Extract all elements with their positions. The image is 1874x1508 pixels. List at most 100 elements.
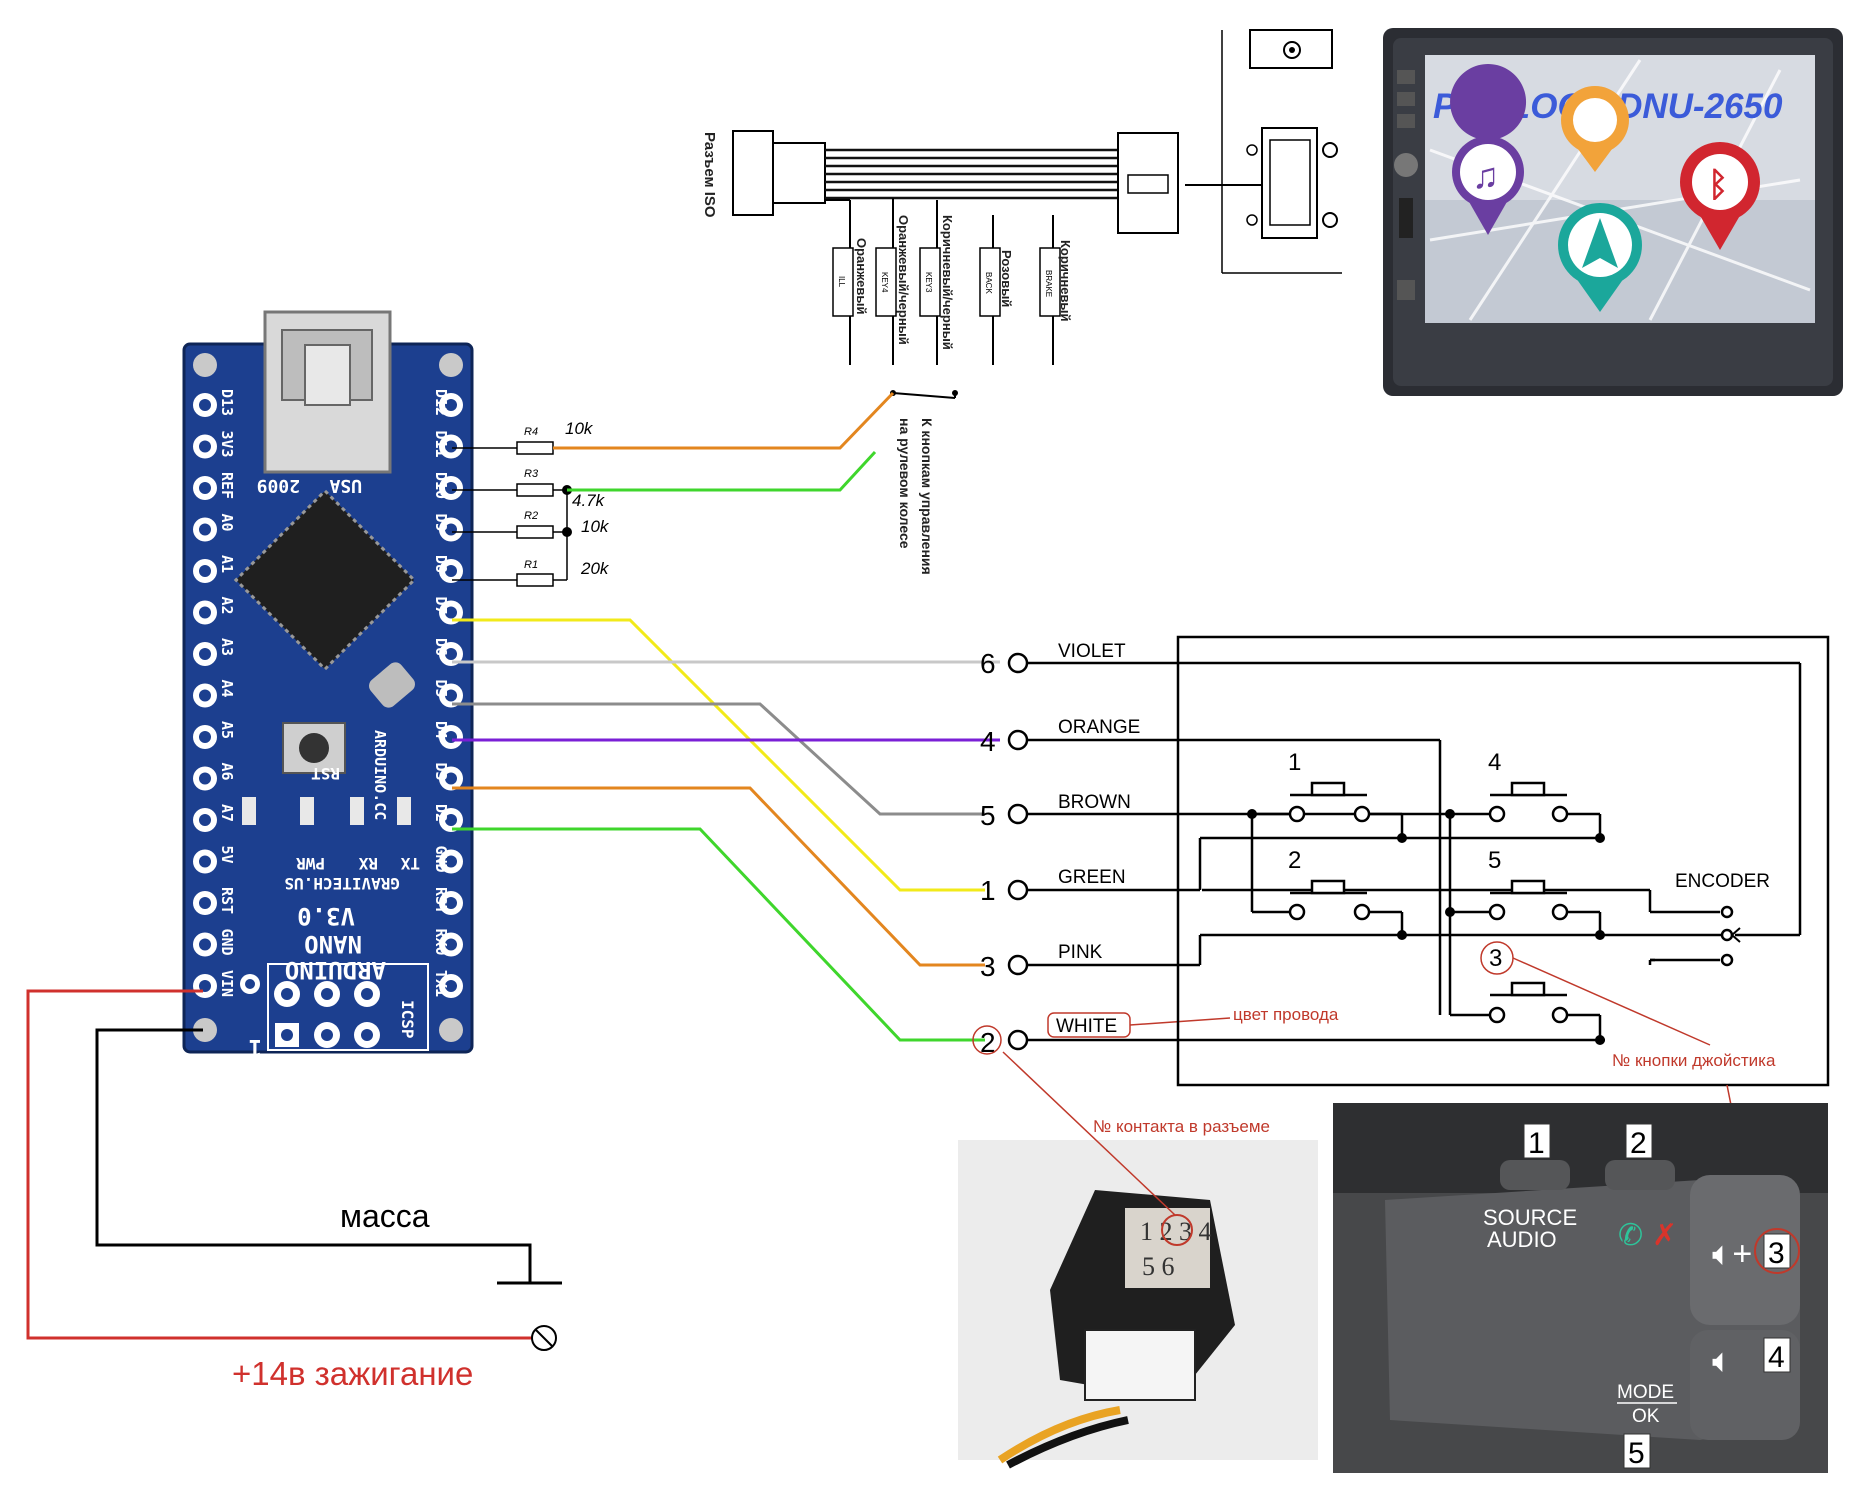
stalk-number-5: 5	[1628, 1437, 1645, 1470]
pin-hole-left-5	[199, 606, 211, 619]
bluetooth-icon: ᛒ	[1708, 166, 1728, 204]
pin-label-left-ref: REF	[218, 472, 236, 499]
phone-accept-icon: ✆	[1618, 1219, 1643, 1252]
resistor-r3-value: 4.7k	[572, 491, 606, 510]
resistor-r4-name: R4	[524, 426, 538, 438]
stalk-source-label-line1: SOURCE	[1483, 1205, 1577, 1230]
pin-hole-right-2	[445, 482, 457, 494]
wire-tag-back: BACK	[984, 272, 993, 294]
arduino-nano-board: USA 2009 RST PWR RX TX ICSP 1 GRAVITECH.…	[182, 310, 474, 1059]
pin-color-brown: BROWN	[1058, 792, 1131, 813]
stalk-ok-label: OK	[1632, 1406, 1660, 1427]
board-version: V3.0	[297, 902, 355, 930]
pin-hole-left-2	[199, 482, 211, 494]
resistor-r2-name: R2	[524, 510, 538, 522]
pin-hole-right-6	[445, 648, 457, 660]
pin-label-left-d13: D13	[218, 389, 236, 416]
pin-hole-right-9	[445, 772, 457, 785]
pin-hole-left-8	[199, 731, 211, 743]
wire-r4-to-radio	[553, 391, 895, 450]
pin-label-left-5v: 5V	[218, 846, 236, 864]
switch-button-1-label: 1	[1288, 749, 1301, 776]
pin-hole-left-7	[199, 689, 211, 702]
pin-label-right-d7: D7	[432, 597, 450, 615]
pin-hole-right-0	[445, 399, 457, 411]
power-wiring	[26, 989, 562, 1340]
board-vendor: GRAVITECH.US	[284, 874, 400, 893]
pin-label-right-gnd: GND	[432, 846, 450, 873]
pin-label-right-d5: D5	[432, 680, 450, 698]
ignition-label: +14в зажигание	[232, 1355, 473, 1392]
board-label-usa: USA	[329, 475, 362, 496]
pin-hole-right-7	[445, 689, 457, 702]
board-label-pwr: PWR	[296, 854, 325, 873]
switch-button-3-label: 3	[1489, 945, 1502, 972]
wire-label-orange: Оранжевый	[854, 238, 869, 315]
stalk-number-1: 1	[1528, 1127, 1545, 1160]
board-name: ARDUINO	[285, 956, 386, 984]
pin-label-right-d8: D8	[432, 555, 450, 573]
pin-color-pink: PINK	[1058, 942, 1103, 963]
pin-number-1: 1	[980, 875, 996, 906]
pin-color-orange: ORANGE	[1058, 717, 1140, 738]
pin-label-left-a3: A3	[218, 638, 236, 656]
stalk-mode-label: MODE	[1617, 1382, 1674, 1403]
wire-label-pink: Розовый	[999, 250, 1014, 307]
pin-label-left-a6: A6	[218, 763, 236, 781]
wire-r3-to-radio	[567, 450, 877, 492]
phone-reject-icon: ✗	[1652, 1219, 1677, 1252]
switch-button-5-label: 5	[1488, 847, 1501, 874]
pin-hole-left-13	[199, 938, 211, 951]
resistor-r3-name: R3	[524, 468, 539, 480]
steering-note-line1: К кнопкам управления	[919, 418, 935, 575]
board-label-year: 2009	[257, 475, 300, 496]
stalk-source-label-line2: AUDIO	[1487, 1227, 1557, 1252]
pin-hole-left-11	[199, 855, 211, 868]
resistor-r1-name: R1	[524, 559, 538, 571]
connector-photo-pins-bottom: 5 6	[1142, 1252, 1175, 1281]
ground-label: масса	[340, 1198, 430, 1234]
pin-label-left-a5: A5	[218, 721, 236, 739]
pin-label-right-rst: RST	[432, 887, 450, 914]
steering-stalk-photo: 1 2 3 4 5 SOURCE AUDIO ✆ ✗ 🔈︎+ 🔈︎ MODE O…	[1333, 1103, 1828, 1473]
encoder-label: ENCODER	[1675, 871, 1770, 892]
board-model: NANO	[304, 930, 362, 958]
stalk-number-4: 4	[1768, 1341, 1785, 1374]
wire-tag-brake: BRAKE	[1044, 270, 1053, 297]
prology-radio-photo: PROLOGY DNU-2650 ♫ ᛒ	[1383, 28, 1843, 396]
pin-label-left-rst: RST	[218, 887, 236, 914]
steering-note-line2: на рулевом колесе	[897, 418, 913, 549]
pin-number-6: 6	[980, 648, 996, 679]
pin-hole-right-10	[445, 814, 457, 826]
pin-label-left-a4: A4	[218, 680, 236, 698]
pin-label-left-a7: A7	[218, 804, 236, 822]
pin-label-left-gnd: GND	[218, 929, 236, 956]
pin-label-right-d3: D3	[432, 763, 450, 781]
pin-hole-right-4	[445, 565, 457, 577]
stalk-number-3: 3	[1768, 1237, 1785, 1270]
wire-label-orange-black: Оранжевый/черный	[896, 215, 911, 345]
pin-number-3: 3	[980, 951, 996, 982]
stalk-number-2: 2	[1630, 1127, 1647, 1160]
switch-button-2-label: 2	[1288, 847, 1301, 874]
pin-hole-left-3	[199, 523, 211, 536]
pin-label-right-d9: D9	[432, 514, 450, 532]
pin-label-right-tx1: TX1	[432, 970, 450, 997]
resistor-r4-value: 10k	[565, 419, 594, 438]
pin-hole-right-5	[445, 606, 457, 619]
pin-hole-right-1	[445, 440, 457, 453]
pin-label-right-d4: D4	[432, 721, 450, 739]
pin-hole-left-10	[199, 814, 211, 826]
wire-tag-ill: ILL	[837, 276, 846, 288]
board-label-tx: TX	[400, 854, 420, 873]
pin-hole-right-14	[445, 980, 457, 992]
wire-tag-key3: KEY3	[924, 272, 933, 293]
radio-wiring-sketch: Разъем ISO	[701, 29, 1342, 575]
switch-box	[1027, 635, 1830, 1087]
volume-up-icon: 🔈︎+	[1712, 1235, 1752, 1273]
connector-photo: 1 2 3 4 5 6 № контакта в разъеме	[958, 1051, 1318, 1469]
pin-label-right-d12: D12	[432, 389, 450, 416]
